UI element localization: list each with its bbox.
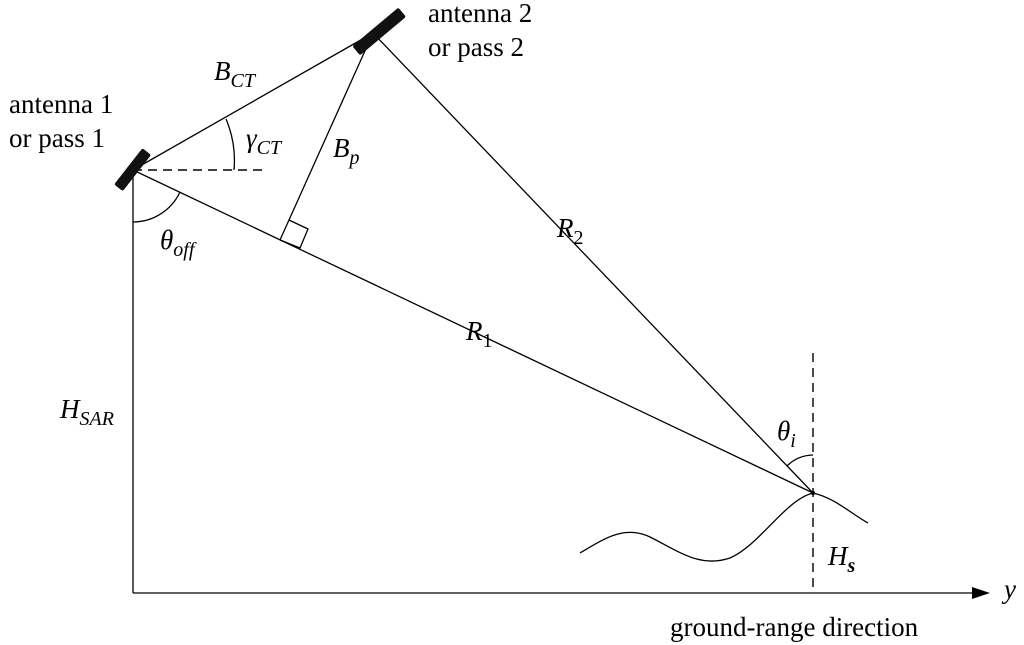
label-h-s: Hs — [827, 541, 856, 577]
label-b-ct: BCT — [214, 56, 257, 92]
antenna-1-label-line1: antenna 1 — [9, 89, 113, 119]
antenna-1-icon — [114, 148, 151, 191]
antenna-1-label-line2: or pass 1 — [9, 123, 105, 153]
label-ground-range-direction: ground-range direction — [670, 612, 919, 642]
label-r1: R1 — [465, 316, 493, 352]
terrain-profile — [579, 492, 869, 562]
label-r2: R2 — [556, 213, 584, 249]
label-h-sar: HSAR — [59, 394, 114, 430]
baseline-bct-line — [132, 32, 374, 171]
range-r2-line — [372, 32, 814, 494]
label-b-p: Bp — [333, 133, 360, 169]
gamma-ct-arc — [225, 118, 236, 171]
axis-arrowhead — [972, 587, 990, 599]
theta-i-arc — [786, 454, 814, 467]
perpendicular-baseline-line — [279, 32, 374, 241]
antenna-2-label-line1: antenna 2 — [428, 0, 532, 28]
label-y-axis: y — [1001, 574, 1016, 604]
right-angle-marker — [279, 219, 309, 249]
theta-off-arc — [132, 191, 181, 223]
antenna-2-label-line2: or pass 2 — [428, 32, 524, 62]
label-theta-off: θoff — [160, 225, 197, 261]
label-theta-i: θi — [777, 416, 796, 452]
label-gamma-ct: γCT — [246, 123, 283, 159]
target-point — [811, 491, 815, 495]
antenna-2-icon — [353, 8, 406, 55]
range-r1-line — [132, 169, 814, 494]
